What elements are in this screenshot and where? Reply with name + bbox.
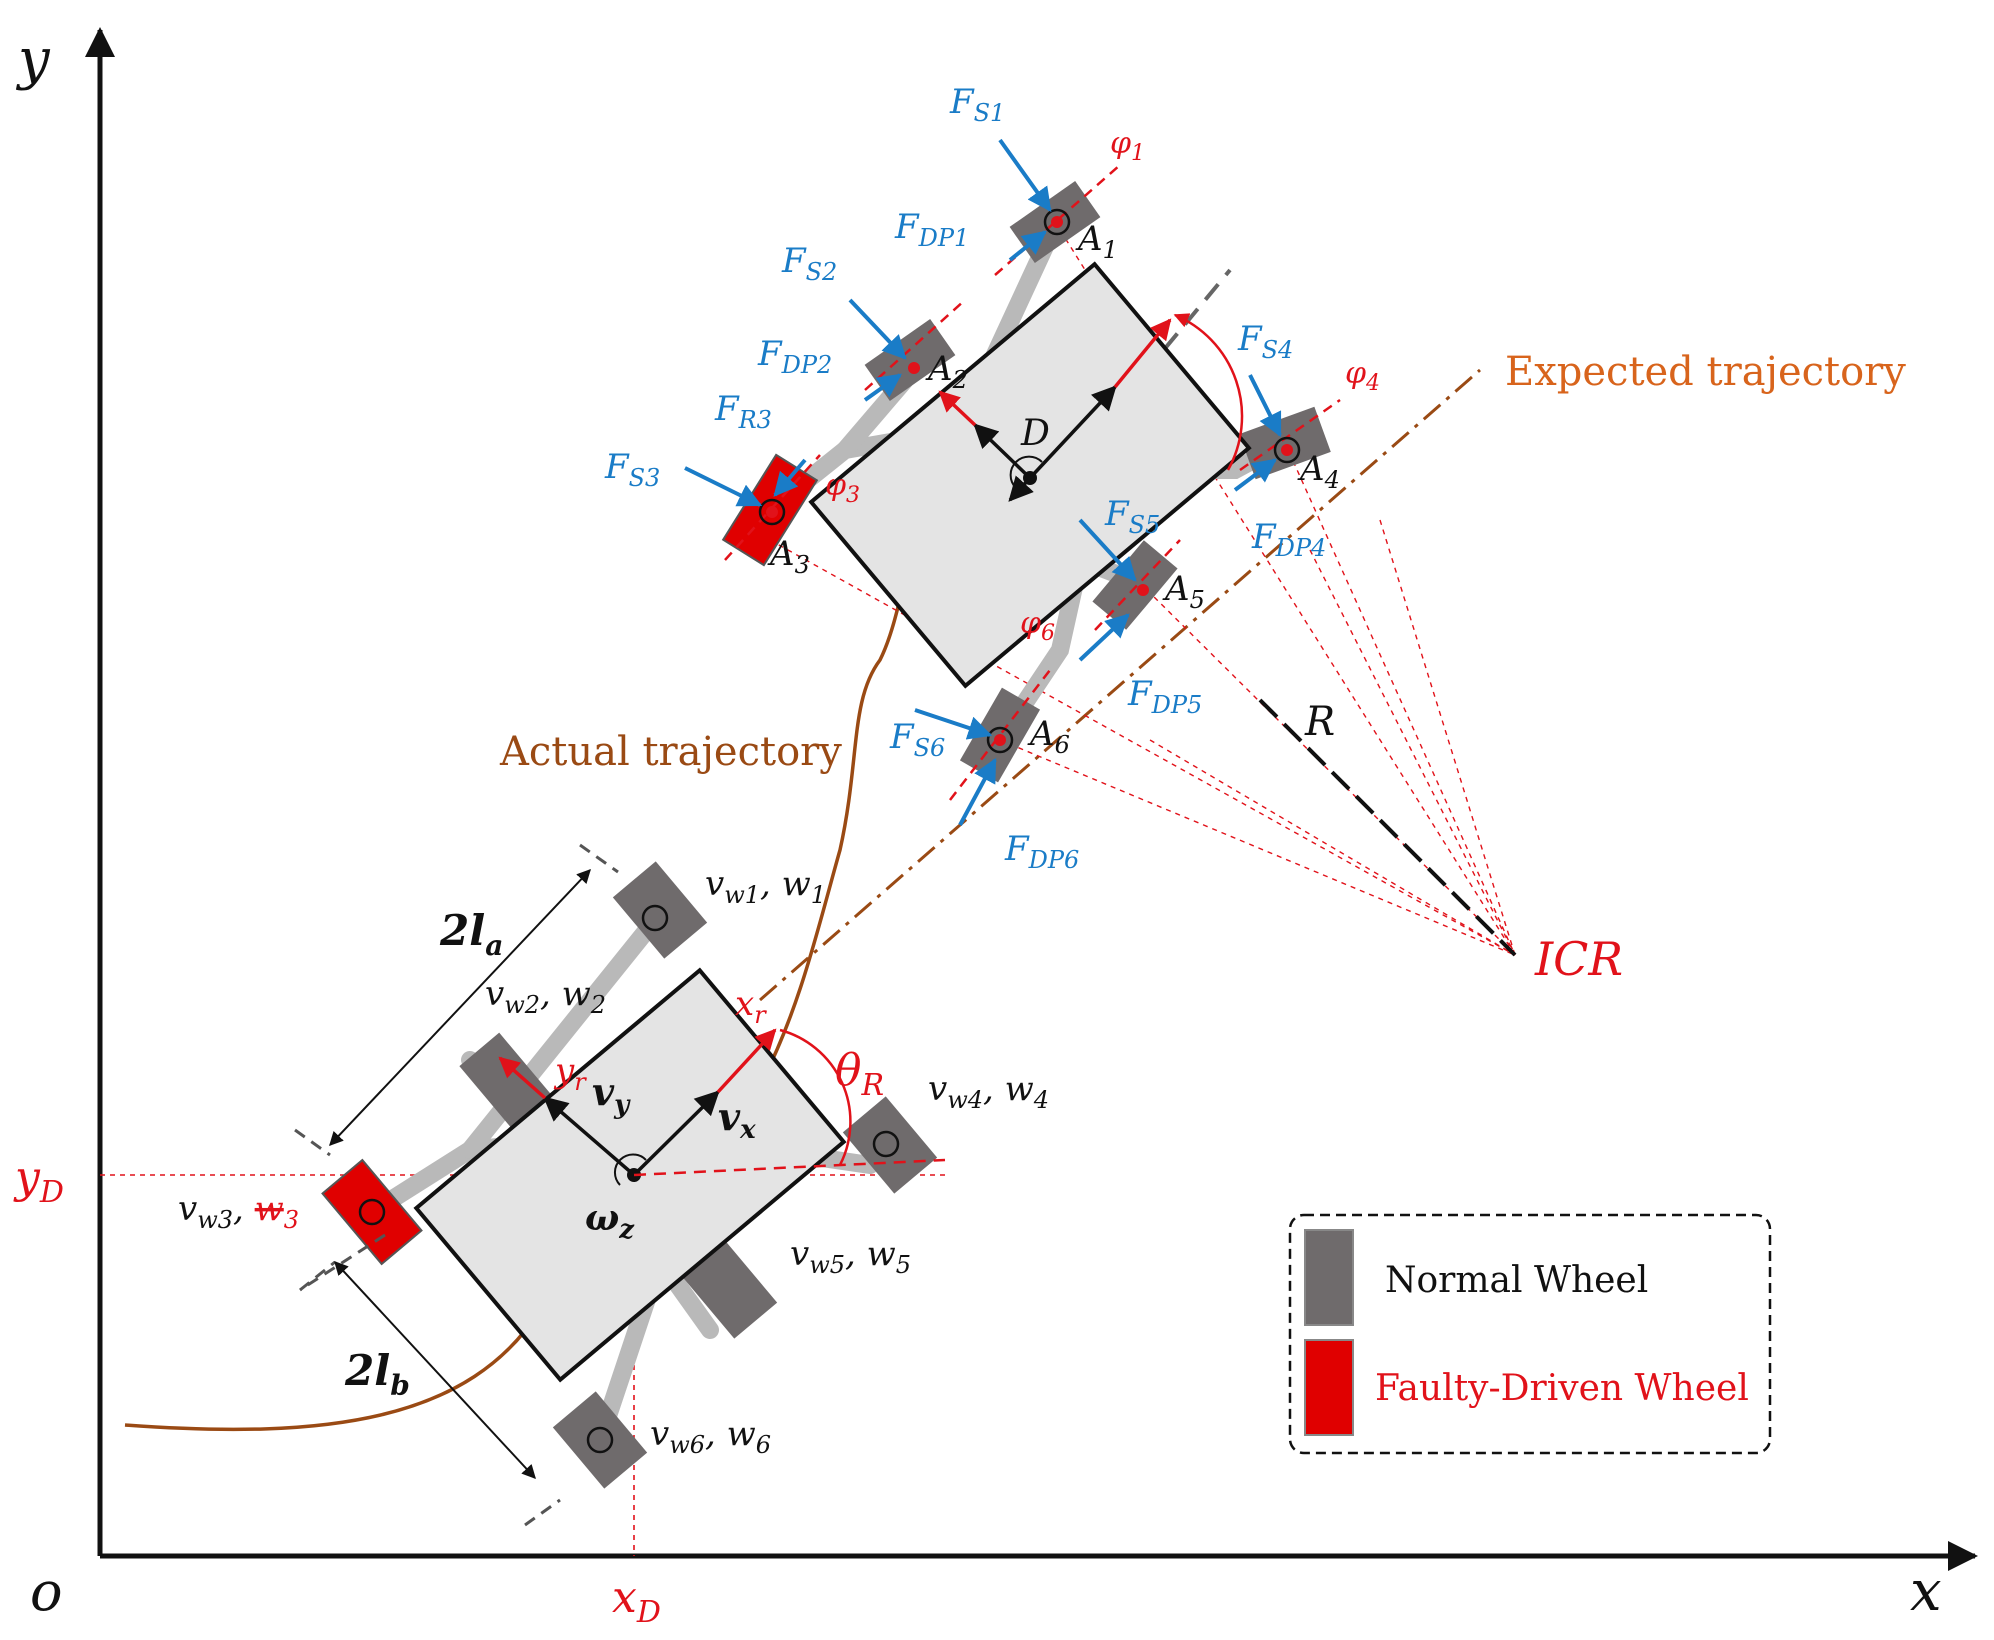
label-vx: vx (718, 1094, 756, 1145)
label-center-d: D (1020, 413, 1050, 454)
label-fdp5: FDP5 (1127, 674, 1202, 719)
label-fs4: FS4 (1237, 319, 1293, 364)
label-a3: A3 (767, 534, 810, 579)
legend-faulty-swatch (1304, 1339, 1354, 1436)
label-a1: A1 (1075, 219, 1118, 264)
label-fdp6: FDP6 (1004, 829, 1079, 874)
label-fs3: FS3 (604, 447, 660, 492)
label-2lb: 2lb (344, 1346, 410, 1402)
legend-normal-label: Normal Wheel (1385, 1260, 1648, 1301)
label-theta-r: θR (835, 1045, 884, 1103)
actual-trajectory-label: Actual trajectory (499, 729, 842, 775)
label-wheel-6: vw6, w6 (650, 1414, 771, 1459)
origin-label: o (30, 1560, 63, 1623)
expected-trajectory-label: Expected trajectory (1505, 349, 1906, 395)
label-fdp2: FDP2 (757, 334, 832, 379)
label-fs1: FS1 (949, 82, 1005, 127)
upper-robot (684, 138, 1517, 957)
label-fs5: FS5 (1104, 494, 1160, 539)
lower-robot (294, 843, 946, 1527)
label-a2: A2 (925, 349, 968, 394)
label-a6: A6 (1027, 714, 1070, 759)
label-2la: 2la (439, 906, 503, 962)
label-vy: vy (592, 1069, 631, 1120)
label-yr: yr (553, 1051, 587, 1096)
label-phi1: φ1 (1110, 126, 1145, 166)
lower-wheel-1 (612, 861, 708, 959)
label-icr: ICR (1534, 932, 1623, 986)
expected-trajectory-line (759, 368, 1481, 1002)
label-xr: xr (735, 984, 767, 1029)
label-a5: A5 (1162, 569, 1205, 614)
lower-wheel-3-faulty (321, 1158, 423, 1266)
label-phi6: φ6 (1020, 606, 1055, 646)
label-fs6: FS6 (889, 717, 945, 762)
label-wheel-1: vw1, w1 (705, 864, 826, 909)
yd-label: yD (13, 1152, 64, 1210)
upper-wheel-5 (1092, 540, 1178, 630)
label-phi4: φ4 (1345, 356, 1380, 396)
label-wheel-5: vw5, w5 (790, 1234, 911, 1279)
label-fr3: FR3 (714, 389, 772, 434)
legend: Normal Wheel Faulty-Driven Wheel (1288, 1213, 1772, 1455)
legend-normal-swatch (1304, 1229, 1354, 1326)
x-axis-label: x (1910, 1559, 1942, 1624)
xd-label: xD (612, 1572, 661, 1630)
label-omega-z: ωz (585, 1197, 635, 1245)
label-a4: A4 (1297, 449, 1340, 494)
lower-wheel-6 (552, 1391, 648, 1489)
y-axis-label: y (15, 27, 51, 92)
label-fs2: FS2 (781, 241, 837, 286)
coordinate-axes (85, 27, 1978, 1571)
label-wheel-2: vw2, w2 (485, 974, 606, 1019)
label-radius-r: R (1304, 699, 1335, 745)
label-fdp1: FDP1 (894, 207, 969, 252)
label-phi3: φ3 (825, 468, 860, 508)
legend-faulty-label: Faulty-Driven Wheel (1375, 1368, 1749, 1409)
lower-wheel-4 (842, 1096, 938, 1194)
label-fdp4: FDP4 (1251, 517, 1326, 562)
lower-wheel-5 (682, 1241, 778, 1339)
label-wheel-4: vw4, w4 (928, 1069, 1049, 1114)
label-wheel-3: vw3, w3 (178, 1189, 299, 1234)
